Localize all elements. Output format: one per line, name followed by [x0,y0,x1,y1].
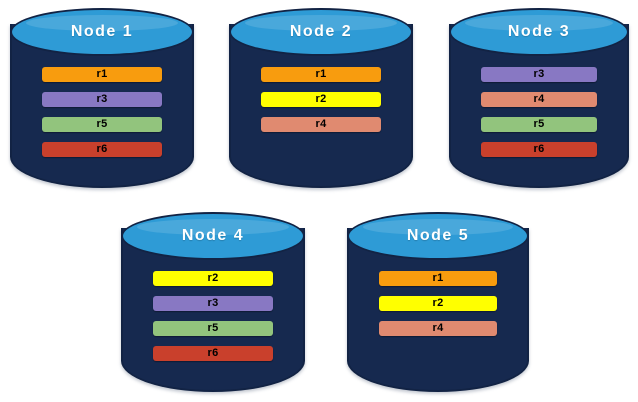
node-cylinder[interactable]: Node 5 r1 r2 r4 [347,212,529,392]
replica-bar[interactable]: r6 [153,346,273,361]
replica-list: r1 r2 r4 [347,212,529,392]
replica-bar[interactable]: r4 [261,117,381,132]
node-cylinder[interactable]: Node 1 r1 r3 r5 r6 [10,8,194,188]
replica-bar[interactable]: r1 [42,67,162,82]
replica-bar[interactable]: r1 [379,271,497,286]
replica-list: r1 r2 r4 [229,8,413,188]
node-label: Node 1 [70,23,134,40]
replica-bar[interactable]: r6 [42,142,162,157]
node-label: Node 2 [289,23,353,40]
replica-list: r3 r4 r5 r6 [449,8,629,188]
replica-list: r1 r3 r5 r6 [10,8,194,188]
replica-bar[interactable]: r1 [261,67,381,82]
replica-bar[interactable]: r3 [42,92,162,107]
node-label: Node 4 [181,227,245,244]
node-cylinder[interactable]: Node 2 r1 r2 r4 [229,8,413,188]
replica-bar[interactable]: r5 [481,117,597,132]
replica-bar[interactable]: r2 [261,92,381,107]
replica-bar[interactable]: r4 [379,321,497,336]
node-label: Node 5 [406,227,470,244]
replica-bar[interactable]: r6 [481,142,597,157]
replica-bar[interactable]: r3 [481,67,597,82]
replica-bar[interactable]: r2 [153,271,273,286]
replica-bar[interactable]: r5 [42,117,162,132]
replica-bar[interactable]: r5 [153,321,273,336]
replica-bar[interactable]: r2 [379,296,497,311]
replica-list: r2 r3 r5 r6 [121,212,305,392]
replica-bar[interactable]: r3 [153,296,273,311]
node-cylinder[interactable]: Node 3 r3 r4 r5 r6 [449,8,629,188]
node-label: Node 3 [507,23,571,40]
replica-bar[interactable]: r4 [481,92,597,107]
node-cylinder[interactable]: Node 4 r2 r3 r5 r6 [121,212,305,392]
